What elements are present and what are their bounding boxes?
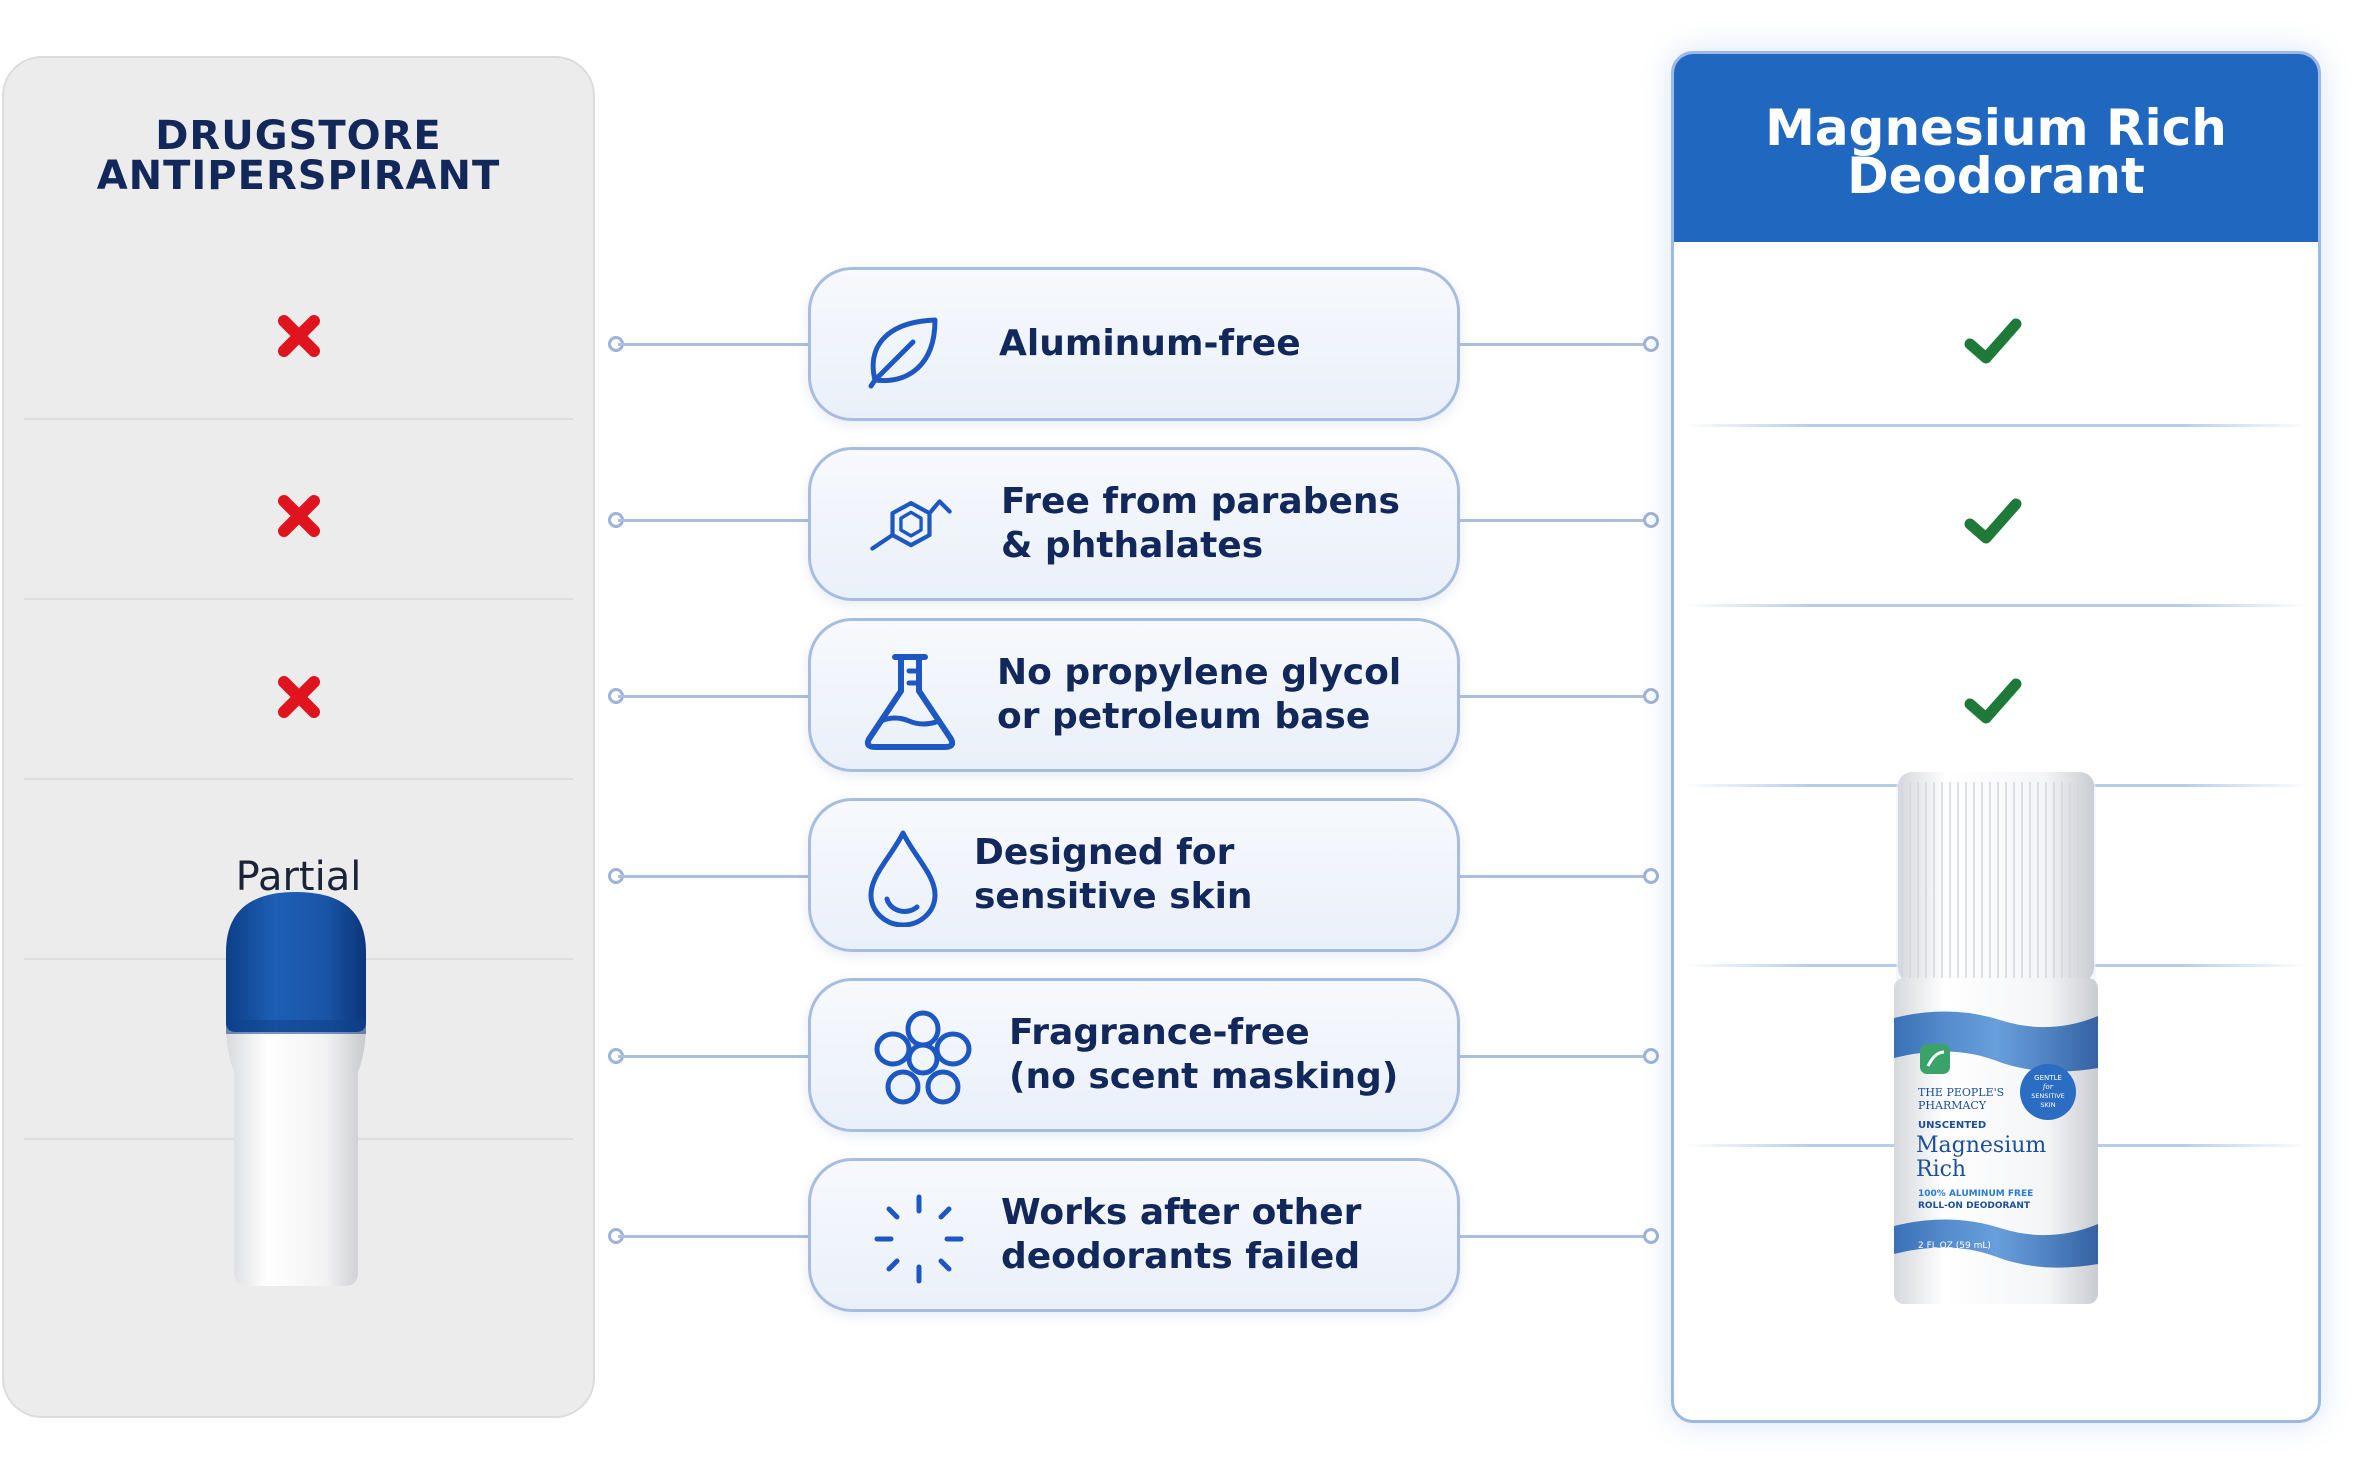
leaf-icon [868,317,938,389]
connector-line-right [1460,695,1652,698]
connector-dot-right [1643,512,1659,528]
connector-dot-right [1643,336,1659,352]
x-icon [277,676,320,718]
feature-pill-parabens: Free from parabens & phthalates [808,447,1460,601]
claim-text: ROLL-ON DEODORANT [1918,1201,2031,1211]
badge-text: SENSITIVE [2031,1092,2065,1100]
drugstore-row-divider [24,778,573,780]
drugstore-title-line1: DRUGSTORE [155,113,442,159]
magnesium-title-line2: Deodorant [1847,147,2145,205]
feature-label: Fragrance-free (no scent masking) [1009,1011,1398,1099]
connector-line-left [618,875,808,878]
molecule-icon [870,499,952,551]
feature-label: No propylene glycol or petroleum base [997,651,1401,739]
product-name-text: Rich [1916,1157,1966,1182]
badge-text: SKIN [2040,1101,2055,1109]
magnesium-title-line1: Magnesium Rich [1765,99,2227,157]
connector-line-left [618,695,808,698]
feature-label-line1: Works after other [1001,1192,1362,1233]
x-icon [277,495,320,537]
drugstore-column-title: DRUGSTORE ANTIPERSPIRANT [4,116,593,196]
feature-label-line2: deodorants failed [1001,1236,1361,1277]
connector-line-right [1460,875,1652,878]
feature-label-line1: Fragrance-free [1009,1012,1310,1053]
feature-label: Designed for sensitive skin [974,831,1253,919]
feature-label: Free from parabens & phthalates [1001,480,1400,568]
connector-dot-right [1643,1048,1659,1064]
connector-line-left [618,1055,808,1058]
feature-label-line1: Aluminum-free [999,323,1301,364]
connector-line-right [1460,343,1652,346]
flower-icon [874,1010,972,1105]
drugstore-title-line2: ANTIPERSPIRANT [96,153,501,199]
feature-pill-aluminum-free: Aluminum-free [808,267,1460,421]
connector-dot-right [1643,868,1659,884]
brand-text: THE PEOPLE'S [1918,1086,2004,1099]
x-icon [277,315,320,357]
product-name-text: Magnesium [1916,1133,2046,1158]
feature-pill-works-after: Works after other deodorants failed [808,1158,1460,1312]
feature-label-line1: Free from parabens [1001,481,1400,522]
drugstore-row-aluminum [4,246,593,426]
connector-line-right [1460,1055,1652,1058]
magnesium-column-header: Magnesium Rich Deodorant [1674,54,2318,242]
drugstore-row-divider [24,418,573,420]
magnesium-rich-bottle-image: GENTLE for SENSITIVE SKIN THE PEOPLE'S P… [1894,772,2098,1304]
feature-label-line2: or petroleum base [997,696,1371,737]
connector-line-left [618,343,808,346]
badge-text: GENTLE [2034,1074,2062,1082]
feature-pill-fragrance-free: Fragrance-free (no scent masking) [808,978,1460,1132]
feature-pill-sensitive-skin: Designed for sensitive skin [808,798,1460,952]
flask-icon [864,654,956,750]
connector-line-left [618,519,808,522]
size-text: 2 FL OZ (59 mL) [1918,1241,1991,1251]
brand-text: PHARMACY [1918,1099,1987,1112]
connector-dot-right [1643,1228,1659,1244]
feature-label-line1: No propylene glycol [997,652,1402,693]
badge-text: for [2042,1083,2054,1091]
antiperspirant-bottle-image [226,892,366,1286]
feature-label-line2: sensitive skin [974,876,1253,917]
connector-line-left [618,1235,808,1238]
magnesium-column-title: Magnesium Rich Deodorant [1674,99,2318,205]
variant-text: UNSCENTED [1918,1120,1986,1131]
connector-line-right [1460,1235,1652,1238]
check-icon [1964,678,2022,724]
sparkle-icon [874,1194,964,1284]
drugstore-row-divider [24,598,573,600]
connector-dot-right [1643,688,1659,704]
feature-pill-propylene: No propylene glycol or petroleum base [808,618,1460,772]
drugstore-row-propylene [4,607,593,787]
claim-text: 100% ALUMINUM FREE [1918,1189,2033,1199]
feature-label-line2: & phthalates [1001,525,1264,566]
magnesium-row-divider [1684,424,2308,427]
magnesium-row-divider [1684,604,2308,607]
feature-label: Works after other deodorants failed [1001,1191,1361,1279]
feature-label: Aluminum-free [999,322,1301,366]
feature-label-line1: Designed for [974,832,1235,873]
droplet-icon [868,830,938,927]
connector-line-right [1460,519,1652,522]
check-icon [1964,318,2022,364]
check-icon [1964,498,2022,544]
drugstore-row-parabens [4,426,593,606]
feature-label-line2: (no scent masking) [1009,1056,1399,1097]
